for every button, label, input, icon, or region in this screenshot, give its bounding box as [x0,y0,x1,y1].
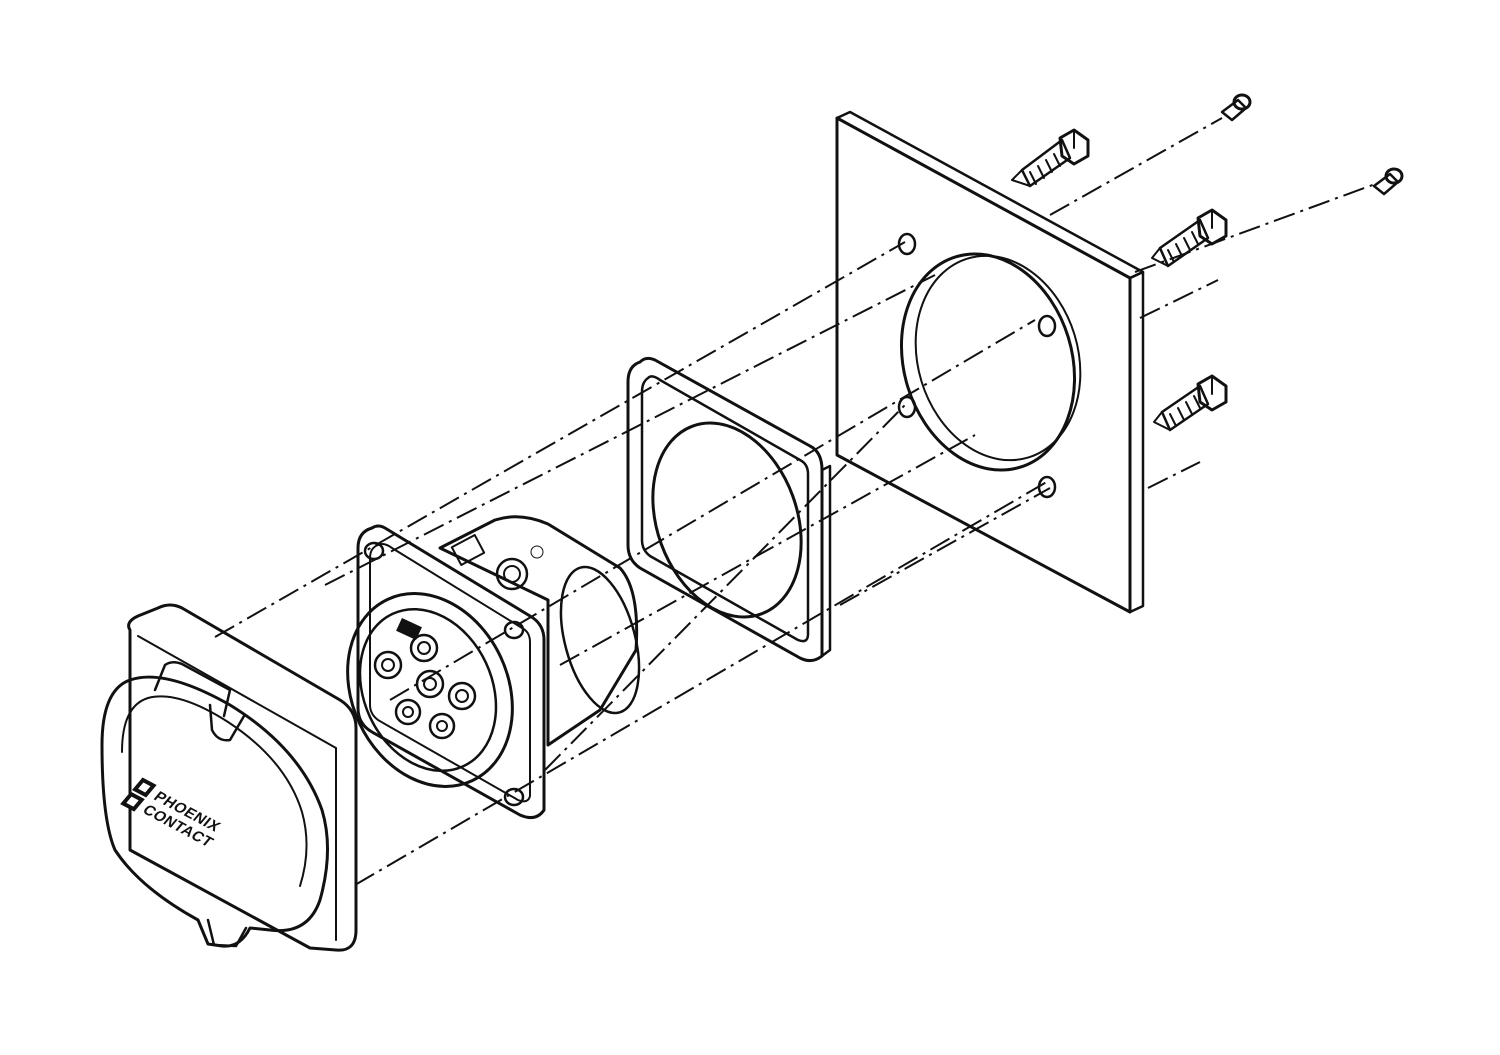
cover-latch [206,918,248,948]
socket-flange-hole [503,787,525,807]
alignment-line [354,479,1051,886]
socket-face-rim [346,592,514,788]
alignment-line [1147,461,1201,489]
cover-base [127,603,358,952]
frame-opening [651,421,803,619]
cover-lid [100,675,329,948]
self-tapping-screw-icon [1153,374,1228,432]
alignment-lines [214,117,1379,886]
socket-contacts [373,633,477,740]
small-screw-icon [1372,167,1404,196]
alignment-line [839,487,1051,606]
socket-vent [495,557,529,591]
socket-flange [356,524,546,820]
plate-hole [1037,314,1057,338]
plate-cutout-inner-edge [914,254,1082,462]
socket-flange-hole [363,541,385,561]
alignment-line [214,241,906,638]
socket-face [358,607,498,773]
socket-flange-hole [503,620,525,640]
self-tapping-screw-icon [1151,208,1228,268]
alignment-line [1139,279,1219,319]
plate-hole [897,232,917,256]
plate-hole [897,395,917,419]
socket-clip [450,534,486,566]
socket-rear-cylinder [559,565,641,715]
alignment-line [544,404,906,771]
plate-hole [1037,475,1057,499]
cover-hinge [153,661,232,718]
small-screw-icon [1220,93,1252,122]
plate-top-edge [835,110,1145,280]
sealing-frame [626,356,832,663]
self-tapping-screw-icon [1011,128,1090,188]
alignment-line [559,434,976,666]
charging-socket [346,515,641,820]
socket-key [396,618,422,640]
mounting-screws [1011,93,1404,432]
alignment-line [389,319,1036,701]
frame-edge [820,464,832,658]
alignment-line [324,274,936,586]
alignment-line [1049,117,1223,216]
brand-logo: PHOENIX CONTACT [120,777,224,851]
plate-side-edge [1128,270,1145,614]
alignment-line [1134,182,1379,273]
mounting-plate [835,110,1145,614]
plate-front-face [835,116,1132,614]
frame-inner-rim [640,375,810,643]
plate-cutout [899,252,1077,472]
socket-rear-housing [438,515,639,747]
protective-cover: PHOENIX CONTACT [100,603,358,952]
frame-outer [626,356,824,663]
